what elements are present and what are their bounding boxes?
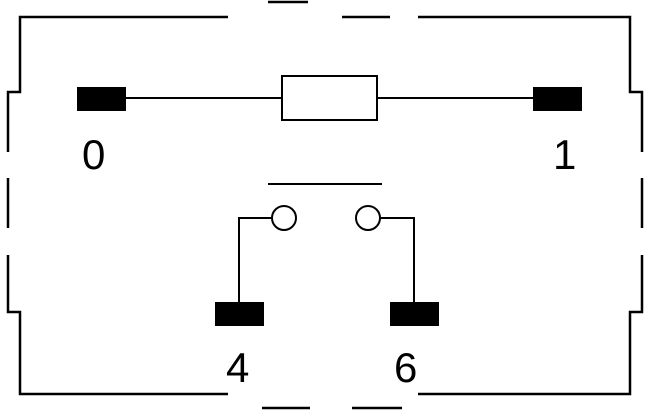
- outline-top-left: [6, 15, 228, 152]
- contact-left: [271, 205, 297, 231]
- outline-bottom-left: [6, 255, 228, 396]
- switch-wire-right: [380, 217, 415, 302]
- switch-circuit: [238, 183, 415, 302]
- pin-0-label: 0: [82, 131, 106, 178]
- outline-bottom-right: [418, 255, 644, 396]
- outline-top-right: [418, 15, 644, 152]
- pin-0-pad: [77, 87, 126, 111]
- pin-4-label: 4: [226, 344, 250, 391]
- contact-right: [355, 205, 381, 231]
- pin-6-pad: [390, 302, 439, 326]
- pin-1-pad: [533, 87, 582, 111]
- coil-circuit: [126, 75, 533, 121]
- pin-6-label: 6: [394, 344, 418, 391]
- pin-1-label: 1: [553, 131, 577, 178]
- pin-4-pad: [215, 302, 264, 326]
- switch-wire-left: [238, 217, 272, 302]
- outline: [6, 0, 644, 410]
- pin-pads: [77, 87, 582, 326]
- coil-resistor: [281, 75, 378, 121]
